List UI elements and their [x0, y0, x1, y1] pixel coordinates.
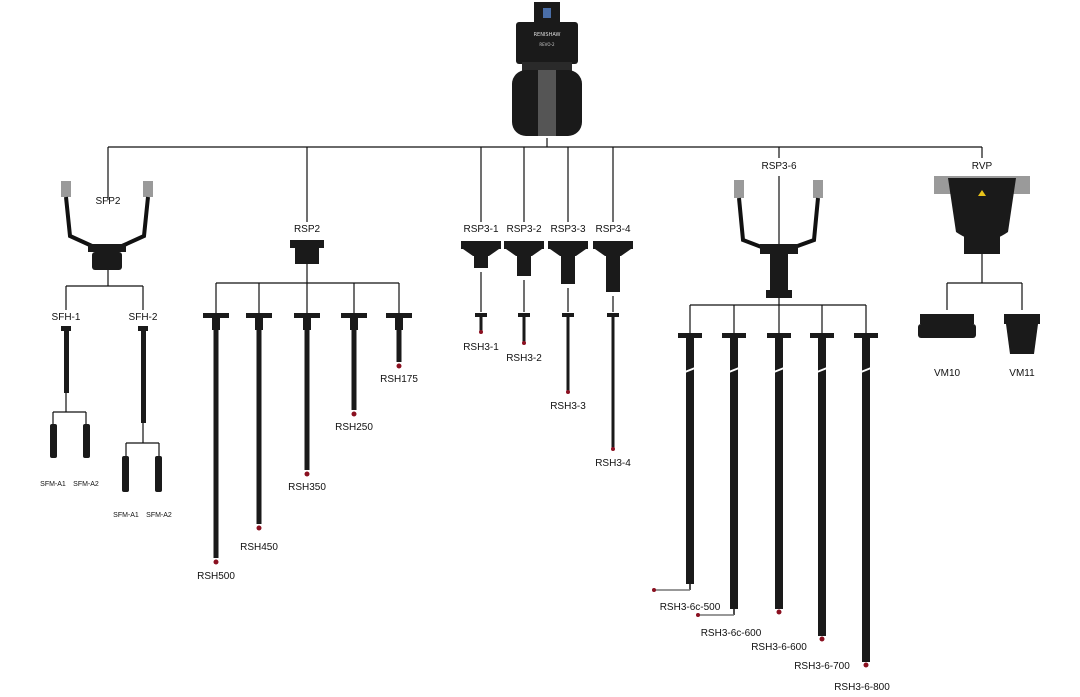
rsp2-holders [203, 283, 412, 565]
label-rsp3-6: RSP3-6 [761, 161, 796, 172]
label-sfh2-module: SFM-A1 [113, 512, 139, 519]
label-sfh1-module: SFM-A2 [73, 481, 99, 488]
label-vm11: VM11 [1009, 368, 1035, 379]
label-sfh-1: SFH-1 [52, 312, 81, 323]
rsp3-6-holder-rsh3-6-600 [767, 305, 791, 615]
revo2-head: RENISHAW REVO-2 [512, 2, 582, 136]
rsp3-6-holder-rsh3-6-800 [854, 305, 878, 668]
label-rsh175: RSH175 [380, 374, 418, 385]
sfp2-probe [50, 181, 162, 492]
label-rsh3-6-600: RSH3-6-600 [751, 642, 807, 653]
label-rsh3-1: RSH3-1 [463, 342, 499, 353]
label-rsh3-6c-500: RSH3-6c-500 [660, 602, 721, 613]
rsp2-holder-rsh500 [203, 283, 229, 565]
rsp2-holder-rsh350 [294, 283, 320, 477]
label-rsp2: RSP2 [294, 224, 321, 235]
label-rsp3-3: RSP3-3 [550, 224, 585, 235]
rsp2-holder-rsh450 [246, 283, 272, 531]
label-sfh1-module: SFM-A1 [40, 481, 66, 488]
label-rsh3-6-700: RSH3-6-700 [794, 661, 850, 672]
label-rsh3-2: RSH3-2 [506, 353, 542, 364]
rsp3-6-holder-rsh3-6c-600 [696, 305, 746, 617]
rsp2-holder-rsh175 [386, 283, 412, 369]
rsp3-6-holder-rsh3-6c-500 [652, 305, 702, 592]
rsp2-probe [216, 240, 399, 284]
label-rsh350: RSH350 [288, 482, 326, 493]
label-sfp2: SFP2 [95, 196, 120, 207]
rsp3-6-holder-rsh3-6-700 [810, 305, 834, 642]
label-rsh3-6c-600: RSH3-6c-600 [701, 628, 762, 639]
rsp3-6-probe [690, 176, 866, 306]
label-rsp3-4: RSP3-4 [595, 224, 630, 235]
rsp3-item-2 [504, 241, 544, 345]
rsp2-holder-rsh250 [341, 283, 367, 417]
label-sfh2-module: SFM-A2 [146, 512, 172, 519]
rsp3-item-1 [461, 241, 501, 334]
label-rsh3-3: RSH3-3 [550, 401, 586, 412]
label-rsh450: RSH450 [240, 542, 278, 553]
label-rvp: RVP [972, 161, 993, 172]
rsp3-probes [461, 241, 633, 451]
rsp3-6-holders [652, 305, 878, 668]
rsp3-item-4 [593, 241, 633, 451]
rsp3-item-3 [548, 241, 588, 394]
head-model: REVO-2 [539, 42, 555, 47]
label-rsh500: RSH500 [197, 571, 235, 582]
main-connectors [107, 138, 983, 222]
label-rsp3-1: RSP3-1 [463, 224, 498, 235]
label-sfh-2: SFH-2 [129, 312, 158, 323]
rvp-probe [918, 176, 1040, 354]
label-rsp3-2: RSP3-2 [506, 224, 541, 235]
label-vm10: VM10 [934, 368, 961, 379]
label-rsh3-4: RSH3-4 [595, 458, 631, 469]
label-rsh250: RSH250 [335, 422, 373, 433]
label-rsh3-6-800: RSH3-6-800 [834, 682, 890, 693]
head-brand: RENISHAW [534, 32, 561, 38]
